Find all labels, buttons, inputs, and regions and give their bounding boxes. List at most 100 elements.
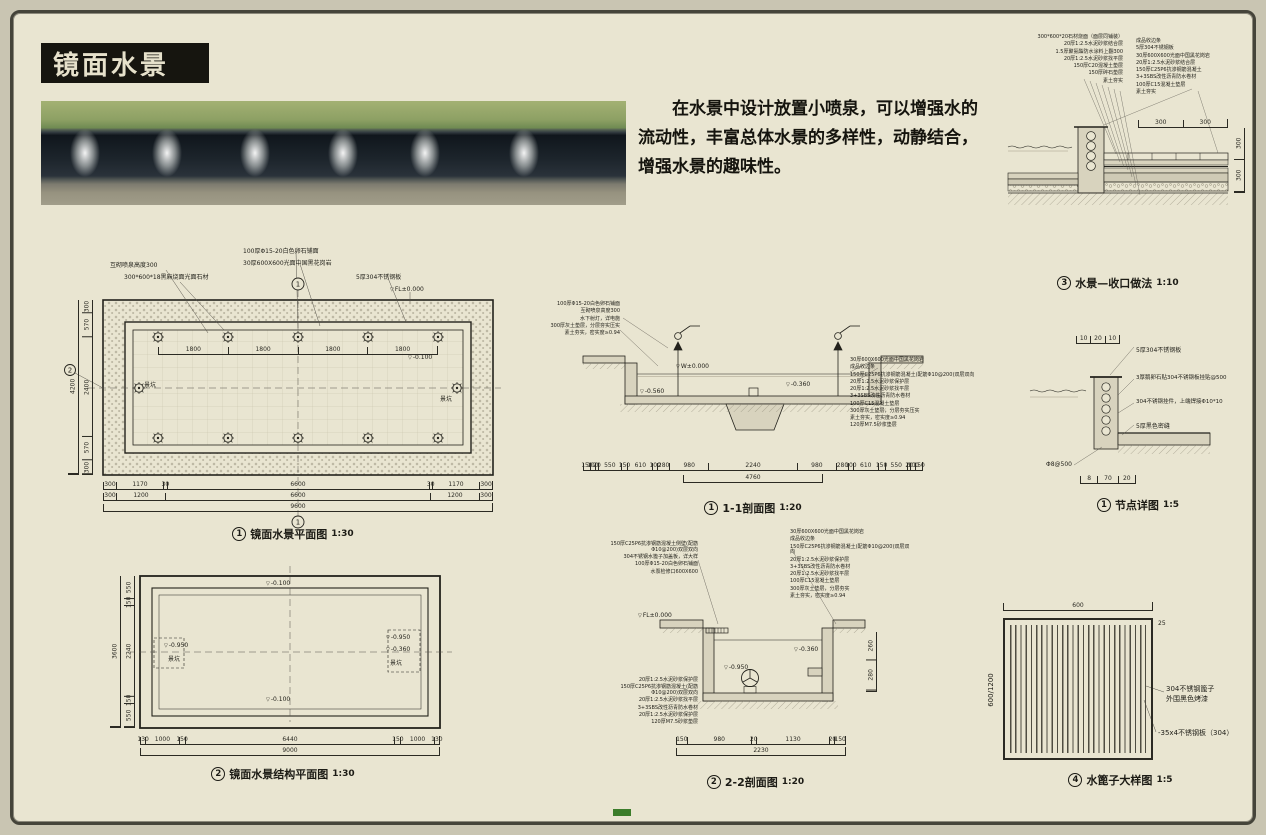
fountain-jet bbox=[70, 129, 101, 178]
dim-row-total: 9000 bbox=[140, 747, 440, 756]
dim-col-total: 4200 bbox=[68, 300, 79, 475]
caption-text: 镜面水景结构平面图 bbox=[229, 768, 329, 781]
note-line: 20厚1:2.5水泥砂浆找平层 bbox=[1063, 55, 1123, 62]
edge-detail-caption: 3 水景—收口做法 1:10 bbox=[988, 275, 1248, 291]
note-line: 素土夯实 bbox=[1136, 88, 1157, 95]
caption-scale: 1:5 bbox=[1162, 500, 1180, 510]
note-line: 互砌喷泉高度300 bbox=[580, 308, 620, 315]
plan-note: 5厚304不锈钢板 bbox=[356, 274, 402, 281]
dim-segment: 20 bbox=[1117, 476, 1135, 483]
dim-segment: 130 bbox=[431, 736, 443, 744]
dim-segment: 600 bbox=[1003, 603, 1152, 610]
note-line: 30厚600X600光面中国黑花岗岩 bbox=[790, 529, 864, 535]
grate-panel bbox=[1003, 618, 1153, 760]
plan-note: 300*600*18黑麻烧面光面石材 bbox=[124, 274, 209, 281]
note-line: 素土夯实，密实度≥0.94 bbox=[790, 592, 846, 599]
note-line: 30厚600X600光面中国黑花岗岩 bbox=[850, 357, 924, 363]
note-line: 水下射灯，详电施 bbox=[579, 315, 620, 322]
edge-detail-linework bbox=[1007, 78, 1229, 205]
structure-linework bbox=[128, 566, 452, 729]
grate-bars bbox=[1010, 625, 1146, 753]
section-2-2-caption: 2 2-2剖面图 1:20 bbox=[598, 774, 913, 790]
dim-segment: 300 bbox=[1234, 128, 1244, 160]
dim-segment: 4760 bbox=[683, 475, 822, 482]
level-label: -0.360 bbox=[794, 646, 818, 653]
note-line: 100厚Φ15-20白色卵石铺面 bbox=[634, 561, 698, 568]
note-line: 20厚1:2.5水泥砂浆找平层 bbox=[790, 571, 850, 577]
dim-row-2: 4760 bbox=[683, 474, 823, 483]
note-line: 3+3SBS改性沥青防水卷材 bbox=[790, 563, 851, 570]
page-title: 镜面水景 bbox=[41, 43, 209, 83]
fountain-jet bbox=[409, 129, 440, 178]
dim-segment: 20 bbox=[1090, 336, 1104, 343]
caption-text: 水景—收口做法 bbox=[1075, 277, 1153, 290]
note-line: 304不锈钢水篦子加盖板，详大样 bbox=[623, 554, 698, 560]
grate-detail-leaders bbox=[1143, 685, 1165, 733]
note-line: 5厚304不锈钢板 bbox=[1136, 45, 1174, 52]
section-marker-1-top: 1 bbox=[296, 281, 300, 289]
note-line: 100厚C15混凝土垫层 bbox=[790, 578, 840, 585]
dim-segment: 2230 bbox=[676, 748, 845, 755]
grate-material-label-2: 外围黑色烤漆 bbox=[1166, 695, 1208, 703]
note-line: 300厚灰土垫层，分层夯实压实 bbox=[850, 407, 920, 414]
note-line: 1.5厚聚氨酯防水涂料上翻300 bbox=[1055, 48, 1124, 55]
level-label: -0.950 bbox=[164, 642, 188, 649]
note-line: 成品收边条 bbox=[1136, 38, 1162, 44]
dim-segment: 150 bbox=[581, 462, 593, 470]
caption-scale: 1:20 bbox=[779, 503, 802, 513]
level-label: -0.560 bbox=[640, 388, 664, 395]
dim-segment: 6600 bbox=[166, 482, 429, 489]
dim-segment: 10 bbox=[1076, 336, 1090, 343]
dim-segment: 10 bbox=[1104, 336, 1119, 343]
note-line: 素土夯实，密实度≥0.94 bbox=[850, 415, 906, 421]
note-line: 150厚C25P6抗渗钢筋混凝土 bbox=[1136, 67, 1202, 73]
caption-scale: 1:5 bbox=[1156, 775, 1173, 785]
dim-segment: 610 bbox=[852, 463, 878, 470]
caption-text: 1-1剖面图 bbox=[722, 502, 776, 515]
dim-segment: 300 bbox=[103, 481, 116, 489]
dim-segment: 20 bbox=[593, 462, 601, 470]
dim-segment: 2240 bbox=[708, 463, 796, 470]
note-line: 30厚600X600光面中国黑花岗岩 bbox=[1136, 52, 1210, 59]
note-line: 素土夯实，密实度≥0.94 bbox=[564, 330, 620, 336]
fountain-jet bbox=[327, 129, 358, 178]
note-line: 20厚1:2.5水泥砂浆保护层 bbox=[638, 711, 698, 718]
dim-segment: 1000 bbox=[400, 737, 433, 744]
dim-segment: 550 bbox=[598, 463, 620, 470]
pit-label: 景坑 bbox=[144, 382, 157, 389]
dim-segment: 280 bbox=[836, 462, 849, 470]
dim-segment: 1000 bbox=[145, 737, 178, 744]
note-line: 150厚C25P6抗渗钢筋混凝土侧壁(配筋Φ10@200)双层双向 bbox=[610, 541, 698, 553]
dim-segment: 610 bbox=[627, 463, 652, 470]
dim-segment: 1130 bbox=[755, 737, 830, 744]
dim-col-total: 3600 bbox=[110, 576, 121, 728]
dim-segment: 300 bbox=[1138, 120, 1183, 127]
section-2-2-linework bbox=[659, 549, 866, 709]
dim-segment: 150 bbox=[913, 462, 925, 470]
note-line: 素土夯实 bbox=[1102, 77, 1123, 84]
dim-segment: 980 bbox=[686, 737, 751, 744]
drawing-sheet: 镜面水景 在水景中设计放置小喷泉，可以增强水的流动性，丰富总体水景的多样性，动静… bbox=[10, 10, 1256, 825]
dim-segment: 150 bbox=[392, 736, 404, 744]
dim-segment: 150 bbox=[618, 462, 631, 470]
caption-number: 1 bbox=[232, 527, 247, 541]
section-marker-1-bottom: 1 bbox=[296, 519, 300, 527]
dim-segment: 9000 bbox=[140, 748, 439, 755]
dim-segment: 20 bbox=[905, 462, 913, 470]
dim-segment: 300 bbox=[1182, 120, 1228, 127]
caption-number: 2 bbox=[706, 775, 721, 789]
dim-segment: 9600 bbox=[103, 504, 492, 511]
grate-material-label: 304不锈钢篦子 bbox=[1166, 685, 1215, 693]
caption-text: 镜面水景平面图 bbox=[250, 528, 328, 541]
dim-segment: 550 bbox=[124, 703, 134, 727]
node-note: 5厚黑色密缝 bbox=[1136, 423, 1170, 430]
dim-segment: 300 bbox=[82, 300, 92, 314]
dim-segment: 100 bbox=[907, 462, 919, 470]
